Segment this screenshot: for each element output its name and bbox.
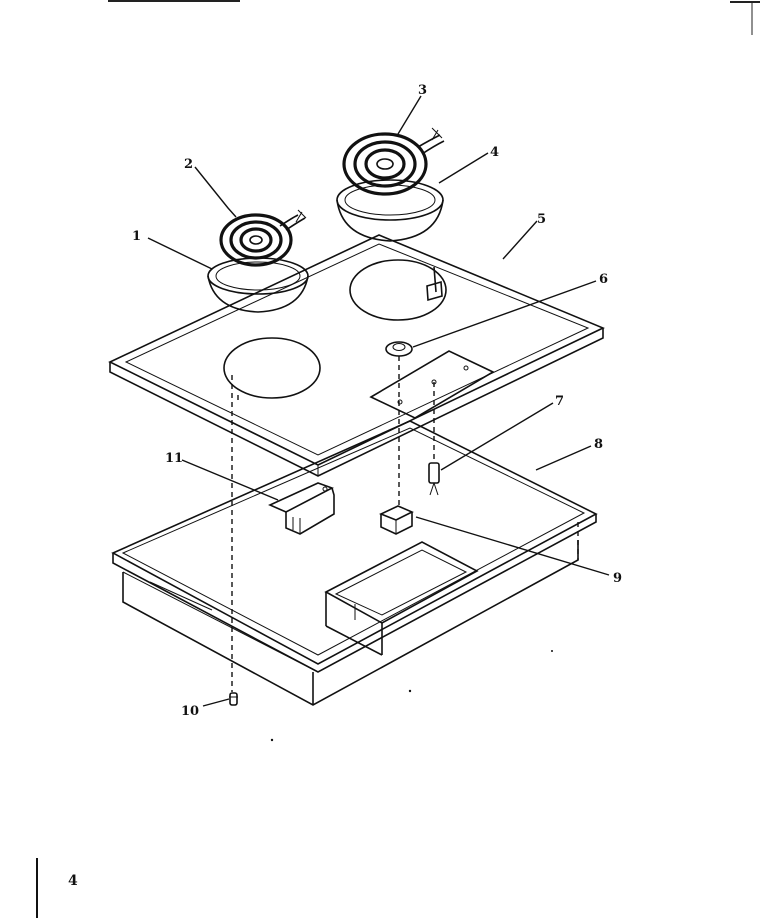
- callout-3: 3: [418, 83, 427, 98]
- assembly-lines: [231, 356, 579, 692]
- inner-well-box: [324, 541, 479, 656]
- callout-7: 7: [555, 394, 564, 409]
- margin-bar: [36, 858, 38, 918]
- connector-7: [428, 462, 440, 496]
- screw-10: [229, 692, 238, 706]
- page-number: 4: [68, 873, 78, 889]
- callout-2: 2: [184, 157, 193, 172]
- callout-8: 8: [594, 437, 603, 452]
- callout-4: 4: [490, 145, 499, 160]
- scan-artifact: [108, 0, 760, 35]
- burner-opening-rear-right: [349, 259, 447, 321]
- drip-pan-4: [336, 179, 444, 242]
- coil-element-3: [342, 127, 445, 196]
- switch-block-9: [378, 505, 414, 535]
- bracket-11: [268, 482, 335, 535]
- callout-11: 11: [165, 451, 183, 466]
- callout-5: 5: [537, 212, 546, 227]
- leader-lines: [147, 95, 610, 707]
- callout-10: 10: [181, 704, 199, 719]
- coil-element-2: [219, 209, 307, 267]
- callout-9: 9: [613, 571, 622, 586]
- base-pan: [111, 420, 598, 706]
- knob-6: [385, 341, 413, 357]
- cooktop-panel: [108, 234, 605, 477]
- callout-1: 1: [132, 229, 141, 244]
- control-plate: [369, 350, 495, 419]
- burner-opening-front-left: [223, 337, 321, 399]
- scan-speck: [270, 650, 553, 742]
- callout-6: 6: [599, 272, 608, 287]
